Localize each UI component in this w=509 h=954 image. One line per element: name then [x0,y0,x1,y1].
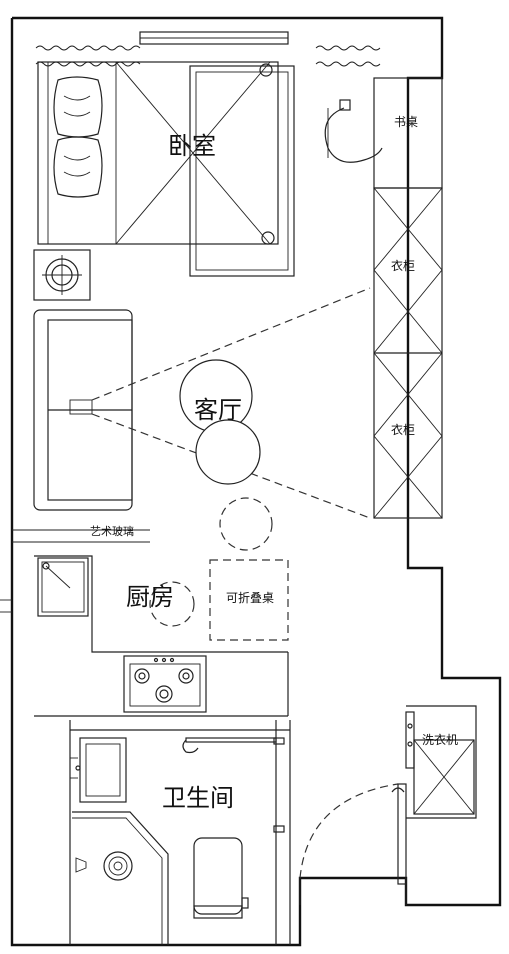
bathroom-sink [70,737,127,803]
right-lower-wall [299,878,407,905]
washing-machine-label: 洗衣机 [422,733,459,747]
folding-table-label: 可折叠桌 [226,591,275,605]
shower [72,811,169,945]
bathroom-label: 卫生间 [162,784,234,812]
bedroom-label: 卧室 [168,132,216,160]
outer-walls [0,16,502,947]
kitchen-label: 厨房 [126,583,174,611]
towel-rail [182,737,285,833]
desk [324,77,443,189]
top-window [139,31,289,45]
bathroom-walls [69,720,291,945]
living-room-label: 客厅 [194,396,242,424]
bathroom-door [299,783,407,885]
wardrobe-label-2: 衣柜 [391,423,416,437]
desk-label: 书桌 [394,115,419,129]
toilet [193,837,249,919]
sofa [33,309,133,511]
folding-table [209,559,289,641]
laundry-closet [405,705,477,819]
kitchen-stool [149,581,195,627]
wardrobe [373,187,443,519]
kitchen-counter [34,555,289,717]
art-glass-partition [12,529,150,543]
coffee-table [179,359,273,551]
radiator-right [315,45,381,67]
bed [37,61,295,277]
art-glass-label: 艺术玻璃 [90,525,134,538]
radiator-left [35,45,141,67]
wardrobe-label-1: 衣柜 [391,259,416,273]
nightstand [33,249,91,301]
